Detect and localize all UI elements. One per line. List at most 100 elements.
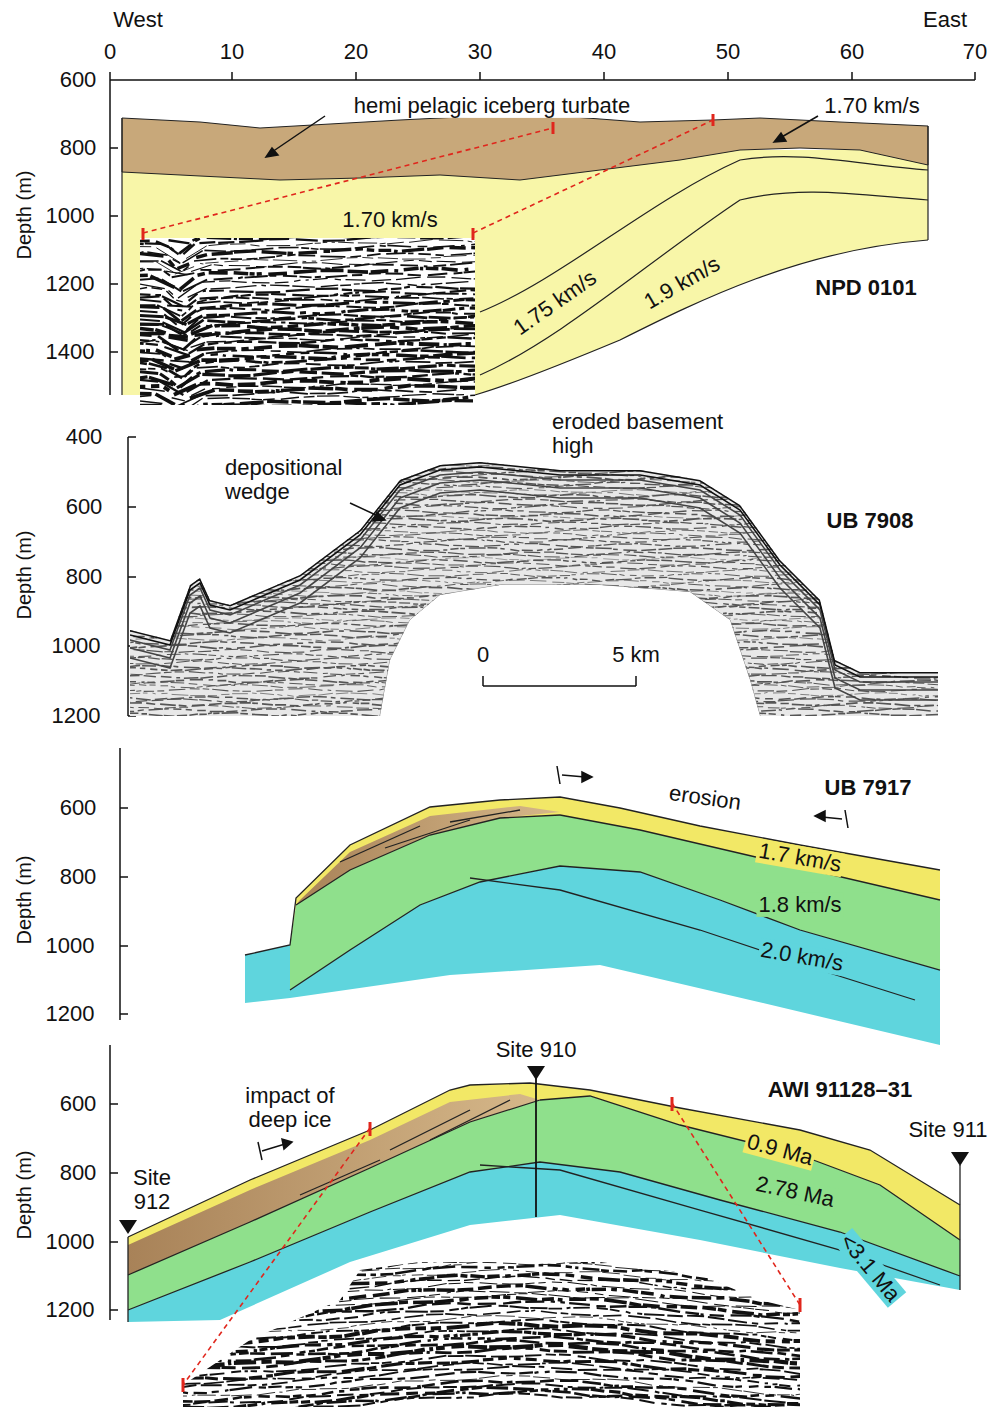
seismic-reflector [125, 590, 944, 594]
age-label: <3.1 Ma [834, 1228, 907, 1308]
axes [120, 748, 128, 1020]
seismic-reflector [125, 649, 947, 653]
seismic-reflector [125, 536, 949, 540]
tick-label: 1200 [44, 272, 97, 296]
seismic-reflector [125, 689, 951, 692]
seismic-reflector [125, 554, 947, 558]
annotation: eroded basement high [550, 410, 754, 458]
axis-title: Depth (m) [13, 169, 35, 262]
seismic-reflector [183, 1246, 801, 1267]
seismic-reflector [125, 539, 949, 543]
seismic-reflector [140, 400, 473, 405]
tick-label: 20 [342, 40, 370, 64]
tick-label: 30 [466, 40, 494, 64]
annotation: hemi pelagic iceberg turbate [352, 94, 632, 118]
leader-lines [266, 116, 818, 157]
seismic-reflector [125, 675, 945, 679]
seismic-reflector [183, 1390, 808, 1407]
tick-label: 1000 [44, 204, 97, 228]
tick-label: 800 [58, 136, 99, 160]
profile-markers [183, 1097, 800, 1392]
seismic-reflector [125, 698, 961, 702]
tick-label: 800 [64, 565, 105, 589]
axis-title: East [921, 8, 969, 32]
seismic-reflector [130, 490, 938, 700]
age-label: 0.9 Ma [742, 1129, 817, 1171]
panel-title: UB 7908 [825, 509, 916, 533]
axes [110, 1045, 118, 1320]
annotation: depositional wedge [223, 456, 377, 504]
seismic-reflector [125, 637, 942, 641]
seismic-reflector [125, 713, 949, 717]
velocity-label: 1.70 km/s [340, 208, 439, 232]
seismic-reflector [125, 679, 956, 683]
tick-label: 1400 [44, 340, 97, 364]
green-layer [290, 815, 940, 990]
seismic-reflector [183, 1241, 803, 1262]
seismic-reflector [125, 634, 955, 638]
seismic-reflector [125, 587, 944, 591]
axis-title: Depth (m) [13, 1149, 35, 1242]
layer-boundaries [245, 797, 940, 1000]
seismic-reflector [125, 522, 950, 526]
velocity-label: 1.70 km/s [822, 94, 921, 118]
seismic-reflector [183, 1253, 798, 1274]
seismic-reflector [125, 583, 949, 587]
seismic-reflector [183, 1394, 808, 1407]
seismic-profile [120, 450, 961, 721]
axis-title: Depth (m) [13, 529, 35, 622]
seismic-reflector [125, 569, 946, 573]
tick-label: 1200 [50, 704, 103, 728]
seismic-reflector [125, 559, 946, 563]
wedge-layer [128, 1094, 540, 1275]
seismic-reflector [183, 1276, 807, 1297]
scale-label: 5 km [610, 643, 662, 667]
seismic-reflector [125, 645, 946, 649]
turbate-layer [122, 116, 928, 180]
seismic-reflector [183, 1233, 808, 1254]
seismic-reflector [183, 1226, 797, 1247]
erosion-arrows [557, 766, 848, 828]
seismic-reflector [125, 593, 951, 597]
site-label: Site 912 [120, 1166, 184, 1214]
seismic-reflector [183, 1366, 814, 1387]
tick-label: 1000 [50, 634, 103, 658]
seismic-reflector [125, 547, 945, 551]
tick-label: 60 [838, 40, 866, 64]
panel-title: UB 7917 [823, 776, 914, 800]
seismic-reflector [140, 271, 475, 291]
axis-title: Depth (m) [13, 854, 35, 947]
seismic-reflector [125, 562, 948, 566]
seismic-reflector [125, 513, 947, 517]
axis-title: West [111, 8, 165, 32]
leader-lines [350, 503, 385, 521]
seismic-reflector [125, 671, 947, 675]
tick-label: 50 [714, 40, 742, 64]
tick-label: 1000 [44, 1230, 97, 1254]
tick-label: 1200 [44, 1002, 97, 1026]
seismic-reflector [125, 657, 946, 661]
tick-label: 800 [58, 1161, 99, 1185]
annotation: erosion [666, 781, 745, 816]
seismic-profile [183, 1222, 814, 1407]
yellow-layer [290, 797, 940, 945]
seismic-reflector [125, 692, 945, 696]
scale-bar [483, 676, 636, 686]
panel-title: NPD 0101 [813, 276, 919, 300]
tick-label: 400 [64, 425, 105, 449]
tick-label: 10 [218, 40, 246, 64]
seismic-reflector [183, 1222, 797, 1244]
tick-label: 70 [961, 40, 989, 64]
seismic-reflector [183, 1301, 799, 1323]
seismic-reflector [125, 685, 945, 689]
site-markers [119, 1066, 969, 1234]
seismic-reflector [125, 705, 942, 709]
seismic-reflector [125, 573, 941, 577]
annotation: impact of deep ice [218, 1084, 362, 1132]
seismic-reflector [125, 565, 954, 569]
seismic-reflector [183, 1262, 804, 1284]
seismic-reflector [125, 667, 949, 671]
seismic-reflector [125, 682, 957, 686]
site-label: Site 911 [906, 1118, 989, 1142]
